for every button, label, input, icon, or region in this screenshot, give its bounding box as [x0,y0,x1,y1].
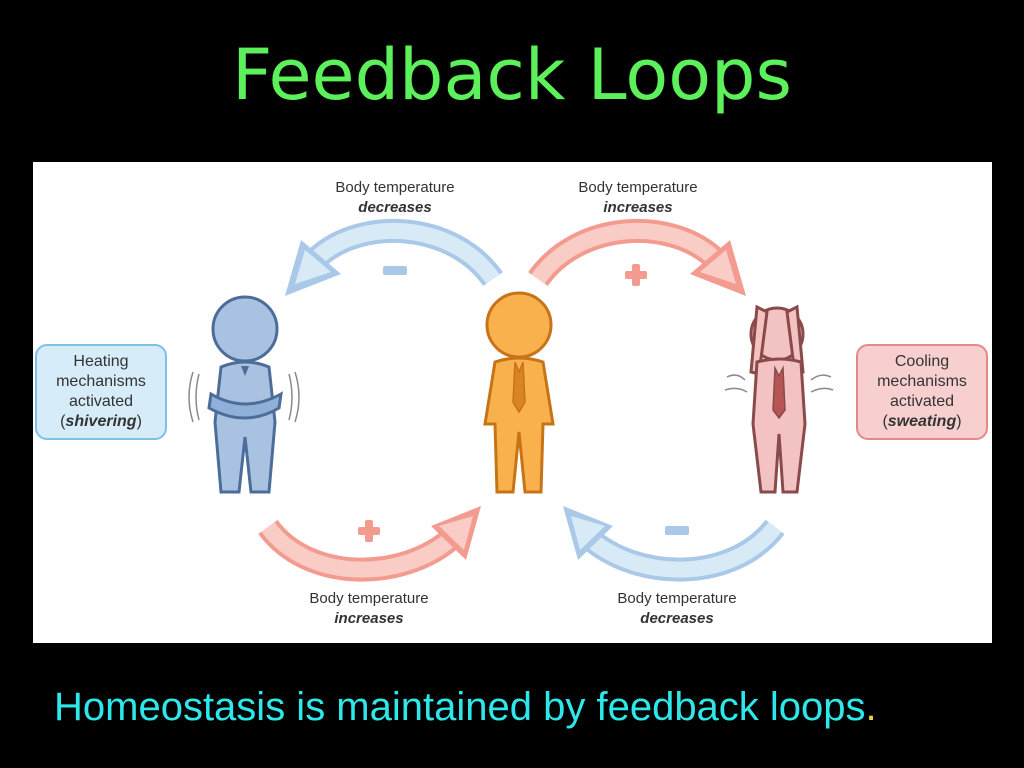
box-emphasis: sweating [887,413,957,430]
box-line: Heating [73,353,129,370]
box-line: activated [68,393,134,410]
label-line: Body temperature [617,590,737,607]
label-bottom-left: Body temperature increases [269,589,469,629]
box-line: Cooling [894,353,950,370]
box-emphasis-line: (sweating) [882,412,961,432]
footer-period: . [865,685,877,729]
minus-sign-icon [383,266,407,275]
hot-person-figure-icon [724,304,834,494]
heating-mechanisms-box: Heating mechanisms activated (shivering) [35,344,167,440]
label-bottom-right: Body temperature decreases [577,589,777,629]
box-line: activated [889,393,955,410]
label-line: Body temperature [578,179,698,196]
label-line: Body temperature [309,590,429,607]
plus-sign-icon [358,520,380,542]
box-emphasis-line: (shivering) [60,412,142,432]
arrow-bottom-left-icon [258,506,481,582]
label-top-right: Body temperature increases [538,178,738,218]
label-emphasis: decreases [358,199,432,216]
label-emphasis: decreases [640,610,714,627]
diagram-panel: Body temperature decreases Body temperat… [33,162,992,643]
box-line: mechanisms [877,373,967,390]
cooling-mechanisms-box: Cooling mechanisms activated (sweating) [856,344,988,440]
arrow-top-left-icon [285,219,503,296]
paren: ( [882,413,888,430]
minus-sign-icon [665,526,689,535]
page-title: Feedback Loops [232,34,792,116]
plus-sign-icon [625,264,647,286]
label-emphasis: increases [334,610,404,627]
paren: ) [956,413,962,430]
footer-text: Homeostasis is maintained by feedback lo… [54,685,866,729]
feedback-diagram [188,219,834,582]
paren: ) [136,413,142,430]
label-top-left: Body temperature decreases [295,178,495,218]
footer-caption: Homeostasis is maintained by feedback lo… [54,682,1014,732]
arrow-top-right-icon [528,219,746,296]
label-emphasis: increases [603,199,673,216]
label-line: Body temperature [335,179,455,196]
box-emphasis: shivering [65,413,137,430]
paren: ( [60,413,66,430]
normal-person-figure-icon [483,291,555,494]
cold-person-figure-icon [188,295,300,494]
arrow-bottom-right-icon [563,506,785,582]
box-line: mechanisms [56,373,146,390]
